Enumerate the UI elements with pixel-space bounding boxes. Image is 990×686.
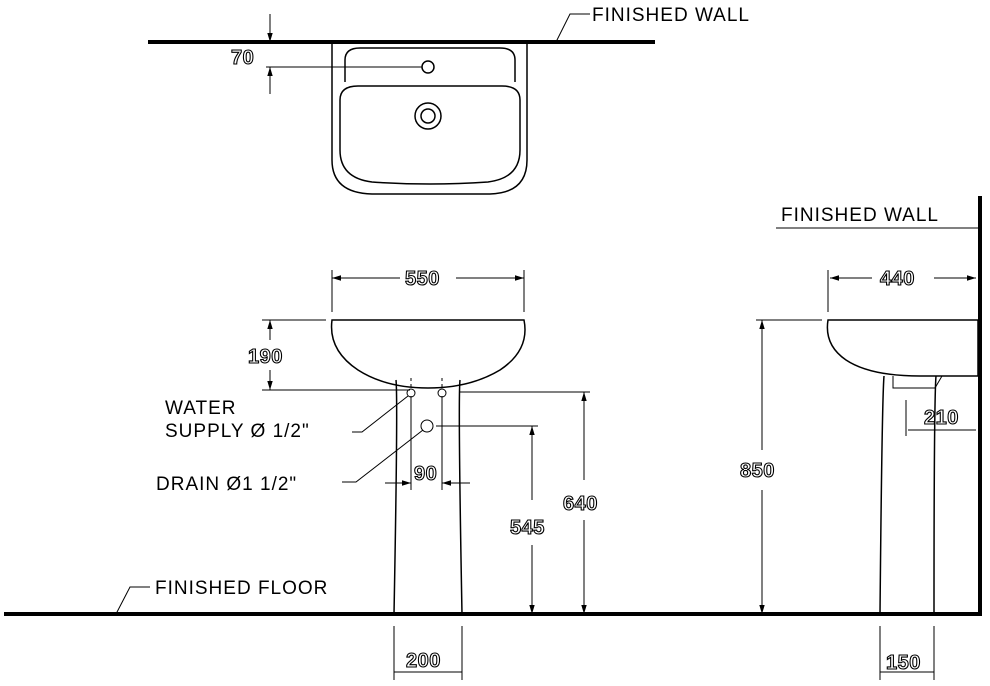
- drain-hole: [420, 419, 434, 433]
- dim-440-text: 440: [880, 268, 915, 290]
- dim-200-text: 200: [406, 650, 441, 672]
- dim-210-text: 210: [924, 407, 959, 429]
- supply-hole-right: [437, 388, 447, 398]
- drain-label: DRAIN Ø1 1/2": [156, 474, 297, 495]
- finished-wall-label-side: FINISHED WALL: [781, 205, 939, 226]
- basin-side-outline: [826, 319, 979, 377]
- water-supply-label-line2: SUPPLY Ø 1/2": [165, 421, 310, 442]
- front-view: FINISHED FLOOR 550 190 WATER SUPPLY Ø 1/…: [4, 267, 980, 680]
- drain-leader: [342, 429, 424, 483]
- plan-view: FINISHED WALL 70: [148, 5, 750, 195]
- dim-190-text: 190: [248, 346, 283, 368]
- drain-outer: [414, 102, 442, 130]
- dim-545-text: 545: [510, 517, 545, 539]
- water-supply-label-line1: WATER: [165, 398, 237, 419]
- drain-inner: [420, 108, 436, 124]
- basin-plan-bowl: [339, 85, 521, 185]
- water-supply-leader: [352, 395, 409, 433]
- finished-wall-label-top: FINISHED WALL: [592, 5, 750, 26]
- finished-wall-leader-top: [555, 13, 590, 43]
- dim-850-text: 850: [740, 460, 775, 482]
- finished-floor-leader: [115, 586, 150, 615]
- dim-640-text: 640: [563, 493, 598, 515]
- side-view: FINISHED WALL 440 210 850 150: [739, 196, 982, 680]
- dim-550-text: 550: [405, 268, 440, 290]
- finished-floor-label: FINISHED FLOOR: [155, 578, 328, 599]
- dim-150-text: 150: [886, 652, 921, 674]
- basin-plan-inner-top: [344, 47, 516, 82]
- basin-plan-outer: [331, 44, 528, 195]
- pedestal-front: [393, 379, 463, 615]
- dim-90-text: 90: [414, 463, 437, 485]
- basin-side-bracket: [892, 375, 943, 389]
- basin-front-outline: [330, 319, 526, 389]
- dim-70-text: 70: [231, 47, 254, 69]
- pedestal-side: [879, 375, 937, 615]
- tap-hole: [421, 60, 435, 74]
